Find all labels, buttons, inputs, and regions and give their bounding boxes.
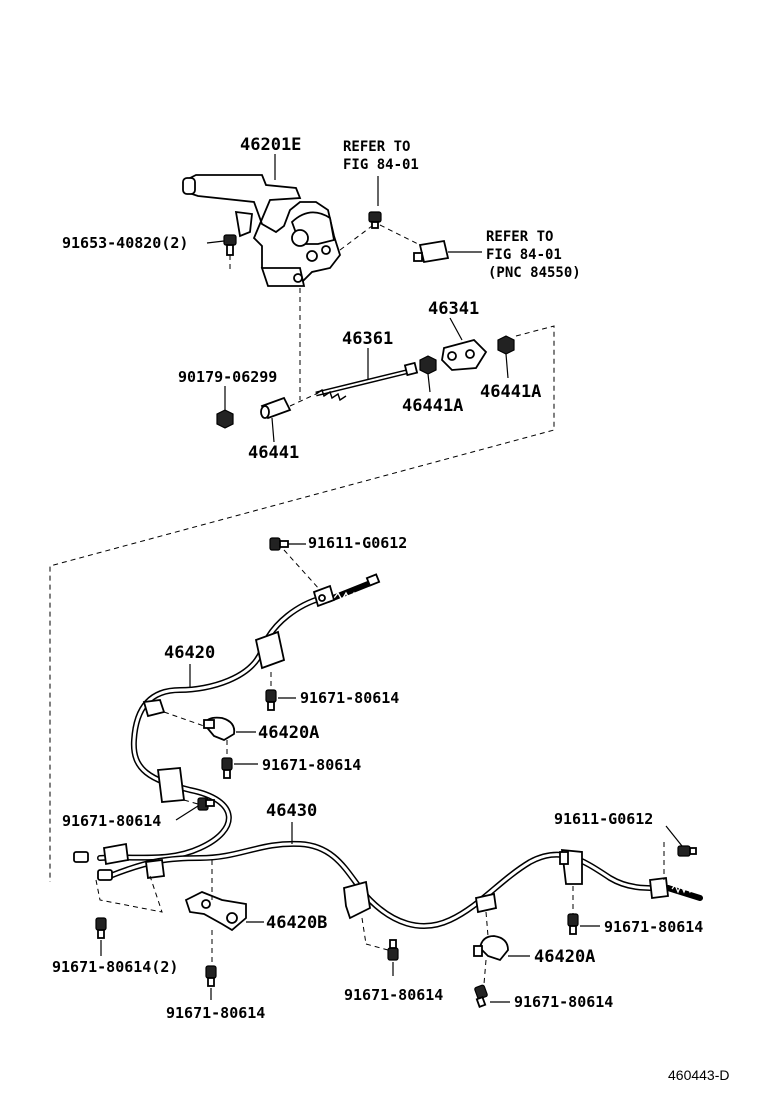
bolt-91671-80614-a[interactable] (265, 689, 277, 711)
bolt-80614-right-label: 91671-80614 (604, 918, 703, 936)
refer-fig-b-line3: (PNC 84550) (488, 265, 581, 281)
refer-fig-b-line1: REFER TO (486, 229, 553, 245)
bolt-91671-80614-c[interactable] (197, 797, 215, 811)
bracket-46420b[interactable] (184, 891, 247, 932)
lever-bolt-label: 91653-40820(2) (62, 234, 188, 252)
nut-a-left-label: 46441A (402, 396, 463, 416)
adjust-nut-label: 46441 (248, 443, 299, 463)
bolt-80614-b-label: 91671-80614 (262, 756, 361, 774)
bolt-91671-80614-bottom-left[interactable] (205, 965, 217, 987)
brake-switch[interactable] (413, 239, 450, 264)
nut-46441a-left[interactable] (419, 355, 437, 375)
bracket-b-label: 46420B (266, 913, 327, 933)
equalizer[interactable] (441, 338, 488, 371)
bolt-91671-80614-b[interactable] (221, 757, 233, 779)
switch-screw[interactable] (368, 211, 382, 229)
refer-fig-a-line2: FIG 84-01 (343, 157, 419, 173)
bolt-80614-bottom-right-label: 91671-80614 (514, 993, 613, 1011)
refer-fig-b-line2: FIG 84-01 (486, 247, 562, 263)
bolt-91671-80614-bottom-mid[interactable] (387, 939, 399, 961)
bolt-80614-c-label: 91671-80614 (62, 812, 161, 830)
lever-assy-label: 46201E (240, 135, 301, 155)
lock-nut[interactable] (216, 409, 234, 429)
refer-fig-a-line1: REFER TO (343, 139, 410, 155)
parking-brake-lever-assembly[interactable] (182, 174, 341, 287)
clamp-46420a-top[interactable] (202, 716, 236, 742)
bolt-g0612-top-label: 91611-G0612 (308, 534, 407, 552)
front-cable[interactable] (73, 573, 381, 866)
bolt-91611-g0612-right[interactable] (677, 845, 697, 857)
rod-label: 46361 (342, 329, 393, 349)
rod[interactable] (315, 361, 419, 402)
clamp-46420a-bottom[interactable] (473, 935, 509, 962)
figure-code: 460443-D (668, 1067, 730, 1083)
clamp-a-bottom-label: 46420A (534, 947, 595, 967)
bolt-91671-80614-bottom-right[interactable] (474, 984, 488, 1008)
front-cable-label: 46420 (164, 643, 215, 663)
bolt-91671-80614-x2[interactable] (95, 917, 107, 939)
equalizer-label: 46341 (428, 299, 479, 319)
nut-a-right-label: 46441A (480, 382, 541, 402)
bolt-80614-bottom-left-label: 91671-80614 (166, 1004, 265, 1022)
bolt-80614-bottom-mid-label: 91671-80614 (344, 986, 443, 1004)
nut-46441a-right[interactable] (497, 335, 515, 355)
bolt-91671-80614-right[interactable] (567, 913, 579, 935)
bolt-g0612-right-label: 91611-G0612 (554, 810, 653, 828)
lever-bolt[interactable] (223, 234, 237, 256)
adjusting-nut[interactable] (260, 396, 292, 420)
rear-cable[interactable] (97, 840, 703, 930)
clamp-a-top-label: 46420A (258, 723, 319, 743)
bolt-91611-g0612-top[interactable] (269, 537, 289, 551)
bolt-80614-a-label: 91671-80614 (300, 689, 399, 707)
nut-top-label: 90179-06299 (178, 368, 277, 386)
rear-cable-label: 46430 (266, 801, 317, 821)
bolt-80614-x2-label: 91671-80614(2) (52, 958, 178, 976)
